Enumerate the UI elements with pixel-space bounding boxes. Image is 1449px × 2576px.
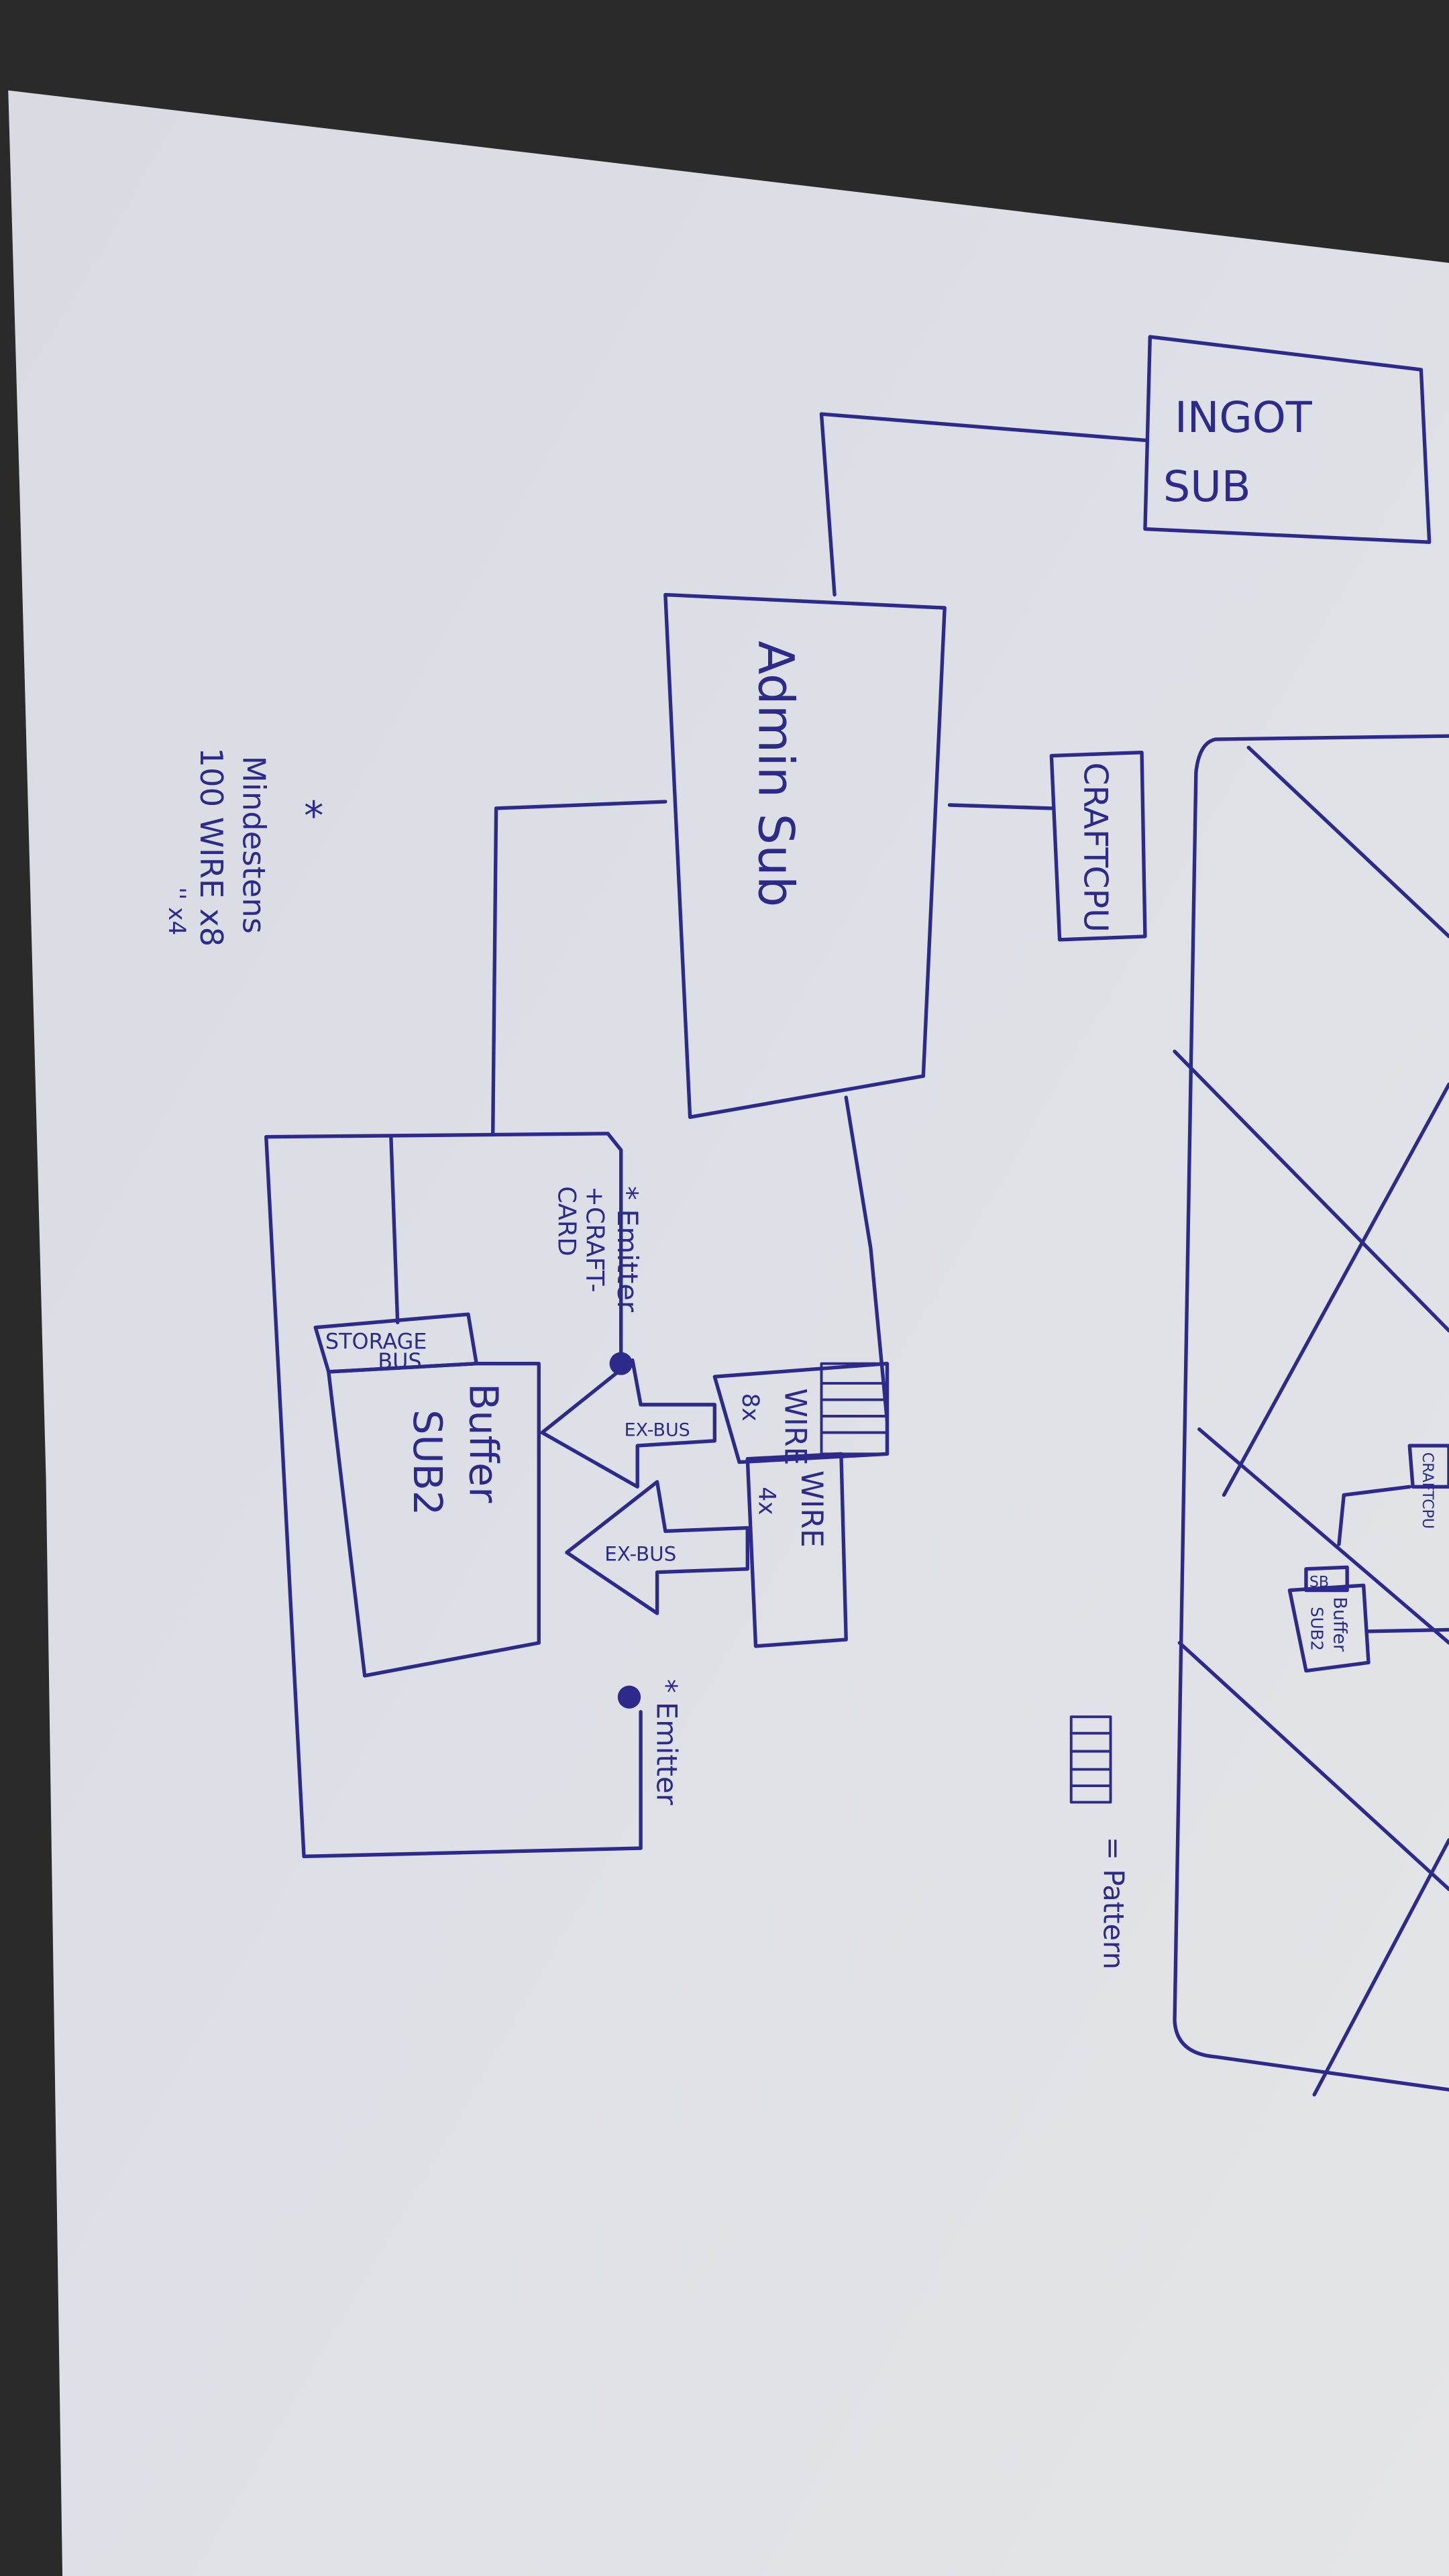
connector-admin-cpu xyxy=(947,803,1054,810)
note-line-2: 100 WIRE x8 xyxy=(193,747,229,947)
crafting-cpu-label: CRAFTCPU xyxy=(1076,762,1114,932)
connector-ingot-admin xyxy=(819,412,1147,597)
ex-bus-label-1: EX-BUS xyxy=(625,1419,690,1440)
legend: = Pattern xyxy=(1069,1715,1130,1970)
ingot-sub-box: INGOT SUB xyxy=(1143,335,1432,544)
buffer-sub-label: Buffer xyxy=(460,1383,506,1503)
legend-pattern-icon xyxy=(1069,1715,1112,1804)
mini-crafting-cpu-label: CRAFTCPU xyxy=(1419,1452,1436,1529)
outer-loop-line xyxy=(264,1132,643,1859)
ex-bus-arrow-1: EX-BUS xyxy=(540,1358,716,1489)
wire-4x-label: WIRE xyxy=(794,1470,828,1548)
emitter-craft-card-label: * Emitter +CRAFT- CARD xyxy=(553,1186,644,1313)
storage-bus-box: STORAGE BUS xyxy=(313,1312,478,1374)
pattern-icon xyxy=(820,1362,889,1456)
craft-card-label: +CRAFT- xyxy=(580,1186,609,1292)
mini-buffer-sub-box: SB Buffer SUB2 xyxy=(1287,1565,1371,1673)
wire-8x-label: WIRE xyxy=(778,1388,812,1465)
paper-sheet xyxy=(8,90,1449,2576)
craft-card-label-2: CARD xyxy=(553,1186,582,1256)
note-line-1: Mindestens xyxy=(235,756,272,934)
connector-storage-bus xyxy=(389,1135,400,1325)
note: * Mindestens 100 WIRE x8 '' x4 xyxy=(163,747,323,947)
storage-bus-label: STORAGE xyxy=(325,1329,427,1354)
emitter-label-2: * Emitter xyxy=(651,1679,684,1806)
ex-bus-label-2: EX-BUS xyxy=(604,1543,676,1566)
connector-emitter-card xyxy=(606,1132,623,1358)
admin-sub-label: Admin Sub xyxy=(747,641,804,907)
ex-bus-arrow-2: EX-BUS xyxy=(565,1480,749,1615)
wire-8x-box: WIRE 8x xyxy=(712,1361,890,1465)
wire-4x-count: 4x xyxy=(753,1487,780,1515)
emitter-dot-1 xyxy=(609,1352,633,1375)
crossed-out-sketch: CRAFTCPU SB Buffer SUB2 xyxy=(1173,734,1449,2097)
wire-8x-count: 8x xyxy=(737,1393,763,1421)
admin-sub-box: Admin Sub xyxy=(663,592,947,1119)
mini-crafting-cpu-box: CRAFTCPU xyxy=(1407,1444,1449,1529)
note-star: * xyxy=(304,793,323,839)
legend-label: = Pattern xyxy=(1097,1837,1130,1970)
ingot-sub-label: INGOT xyxy=(1175,393,1313,443)
note-line-3: '' x4 xyxy=(163,887,190,935)
ingot-sub-label-2: SUB xyxy=(1163,462,1251,512)
mini-buffer-label: Buffer xyxy=(1330,1597,1350,1652)
wire-4x-box: WIRE 4x xyxy=(745,1452,848,1648)
connector-admin-left xyxy=(491,800,667,1136)
emitter-dot-2 xyxy=(617,1685,641,1709)
buffer-sub-label-2: SUB2 xyxy=(405,1409,451,1515)
mini-buffer-label-2: SUB2 xyxy=(1307,1607,1326,1651)
emitter-label-1: * Emitter xyxy=(611,1186,644,1313)
crafting-cpu-box: CRAFTCPU xyxy=(1049,750,1147,942)
buffer-sub-box: Buffer SUB2 xyxy=(327,1361,541,1678)
